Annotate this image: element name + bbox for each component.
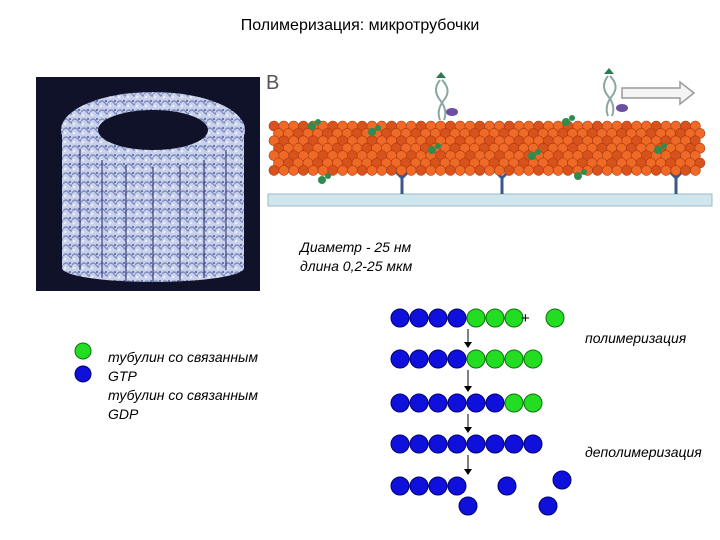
tubulin-subunit <box>466 349 486 369</box>
tubulin-subunit <box>504 308 524 328</box>
tethered-proteins <box>435 75 617 121</box>
tubulin-subunit <box>428 308 448 328</box>
tubulin-subunit <box>390 434 410 454</box>
tubulin-subunit <box>466 393 486 413</box>
tubulin-subunit <box>485 349 505 369</box>
legend: тубулин со связанным GTP тубулин со связ… <box>108 348 258 424</box>
tubulin-subunit <box>523 393 543 413</box>
step-arrow-head <box>464 386 472 392</box>
page-title: Полимеризация: микротрубочки <box>240 17 480 34</box>
tubulin-bead <box>690 165 701 176</box>
legend-gdp-line1: тубулин со связанным <box>108 387 258 403</box>
plus-end-sign: + <box>521 310 530 327</box>
tubulin-subunit <box>447 349 467 369</box>
legend-gtp-swatch <box>74 342 92 360</box>
tubulin-subunit <box>466 308 486 328</box>
diameter-text: Диаметр - 25 нм <box>300 239 412 255</box>
protein-tag-icon <box>604 68 614 74</box>
tubulin-subunit <box>466 434 486 454</box>
tubulin-subunit <box>409 393 429 413</box>
tubulin-subunit <box>409 434 429 454</box>
legend-gtp-line1: тубулин со связанным <box>108 349 258 365</box>
glass-surface <box>267 193 713 207</box>
released-gdp-tubulin <box>538 496 558 516</box>
cargo-icon <box>446 108 458 116</box>
tubulin-subunit <box>428 476 448 496</box>
tubulin-subunit <box>428 434 448 454</box>
tubulin-subunit <box>447 434 467 454</box>
tubulin-subunit <box>523 349 543 369</box>
tubulin-subunit <box>409 349 429 369</box>
tubulin-subunit <box>447 308 467 328</box>
motion-arrow-icon <box>621 80 696 106</box>
tubulin-subunit <box>390 393 410 413</box>
tubulin-subunit <box>447 476 467 496</box>
released-gdp-tubulin <box>552 470 572 490</box>
step-arrow-head <box>464 469 472 475</box>
free-motor-heads <box>308 115 667 184</box>
step-arrow-head <box>464 342 472 348</box>
tubulin-subunit <box>447 393 467 413</box>
free-gtp-tubulin <box>545 308 565 328</box>
tubulin-subunit <box>409 308 429 328</box>
depolymerization-label: деполимеризация <box>585 444 702 460</box>
released-gdp-tubulin <box>458 496 478 516</box>
tubulin-subunit <box>485 308 505 328</box>
tubulin-subunit <box>409 476 429 496</box>
legend-gdp-line2: GDP <box>108 406 139 422</box>
legend-gdp-swatch <box>74 365 92 383</box>
legend-gtp-line2: GTP <box>108 368 137 384</box>
tubulin-subunit <box>523 434 543 454</box>
polymerization-label: полимеризация <box>585 330 687 346</box>
length-text: длина 0,2-25 мкм <box>300 258 413 274</box>
tubulin-subunit <box>390 476 410 496</box>
tubulin-subunit <box>390 308 410 328</box>
tubulin-subunit <box>504 349 524 369</box>
tubulin-subunit <box>485 393 505 413</box>
tubulin-subunit <box>428 393 448 413</box>
tubulin-subunit <box>504 434 524 454</box>
dimensions-text: Диаметр - 25 нм длина 0,2-25 мкм <box>300 238 412 276</box>
panel-letter: B <box>266 72 280 94</box>
tubulin-subunit <box>390 349 410 369</box>
step-arrow-head <box>464 427 472 433</box>
cargo-icon <box>616 104 628 112</box>
protein-tag-icon <box>436 72 446 78</box>
tubulin-subunit <box>485 434 505 454</box>
released-gdp-tubulin <box>497 476 517 496</box>
microtubule-cylinder <box>61 92 245 283</box>
tubulin-subunit <box>504 393 524 413</box>
tubulin-subunit <box>428 349 448 369</box>
